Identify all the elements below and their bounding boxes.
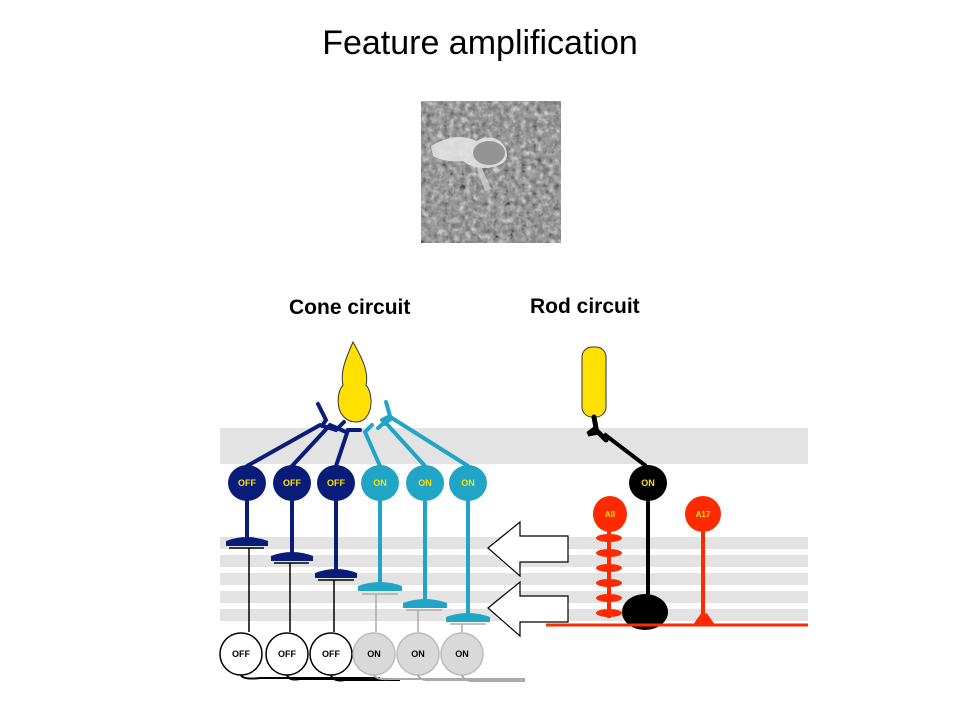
on-ganglion-cells: ON ON ON [352,632,484,676]
on-ganglion-label: ON [411,649,425,659]
off-bipolar-3: OFF [315,465,357,578]
on-ganglion-label: ON [455,649,469,659]
on-bipolar-1: ON [358,465,402,591]
off-bipolar-label: OFF [238,478,256,488]
photo-texture [421,101,561,243]
cone-photoreceptor [337,340,372,423]
rod-bipolar-terminal [622,594,668,630]
on-ganglion-dendrites [362,593,486,632]
on-bipolar-label: ON [373,478,387,488]
off-ganglion-label: OFF [278,649,296,659]
off-ganglion-label: OFF [232,649,250,659]
off-bipolar-label: OFF [283,478,301,488]
off-ganglion-dendrites [229,547,354,632]
on-bipolar-cells: ON ON ON [358,465,490,622]
rod-bipolar-cell: ON [602,432,668,630]
ipl-band-3 [220,573,808,585]
on-bipolar-label: ON [418,478,432,488]
slide-title: Feature amplification [322,24,638,62]
rod-spherule [586,414,609,443]
ganglion-axons [240,674,525,683]
rod-circuit-label: Rod circuit [530,295,640,318]
rod-bipolar-label: ON [641,478,655,488]
off-bipolar-cells: OFF OFF OFF [226,465,357,578]
off-bipolar-dendrites [245,402,362,468]
off-bipolar-2: OFF [271,465,313,561]
off-bipolar-label: OFF [327,478,345,488]
off-ganglion-cells: OFF OFF OFF [219,632,353,676]
on-bipolar-3: ON [446,465,490,622]
on-bipolar-dendrites [362,400,470,468]
outer-plexiform-band [220,428,808,464]
left-arrow-upper [487,520,569,578]
on-bipolar-2: ON [403,465,447,608]
rod-photoreceptor [581,346,607,418]
aii-amacrine-cell: AII [593,496,627,618]
off-bipolar-1: OFF [226,465,268,546]
a17-label: A17 [696,510,711,519]
a17-amacrine-cell: A17 [685,496,721,626]
aii-label: AII [605,510,615,519]
on-ganglion-label: ON [367,649,381,659]
left-arrow-lower [487,580,569,638]
on-bipolar-label: ON [461,478,475,488]
cone-circuit-label: Cone circuit [289,296,411,319]
natural-scene-photo-icon [421,101,561,243]
off-ganglion-label: OFF [322,649,340,659]
